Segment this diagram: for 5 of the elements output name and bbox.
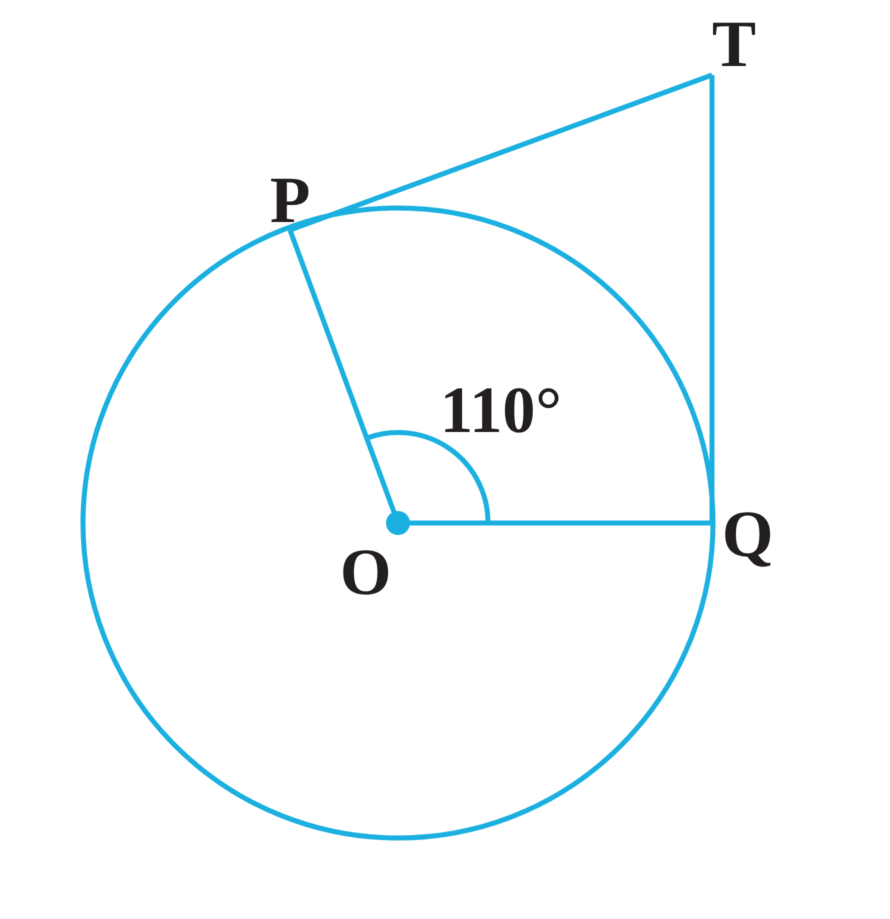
point-label: Q xyxy=(722,502,774,568)
point-label: P xyxy=(270,168,310,234)
angle-label: 110° xyxy=(440,378,562,444)
point-label: O xyxy=(340,540,392,606)
point-label: T xyxy=(712,12,756,78)
